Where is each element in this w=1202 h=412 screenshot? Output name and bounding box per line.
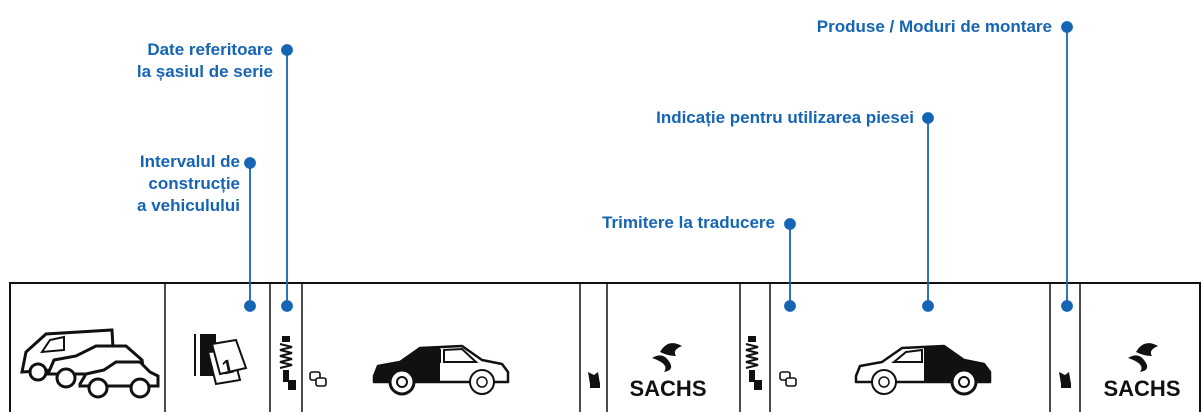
sachs-logo-icon: SACHS xyxy=(1103,343,1181,401)
leader-chassis-dot-top xyxy=(281,44,293,56)
callout-products-text: Produse / Moduri de montare xyxy=(816,17,1052,36)
leader-products-dot-bottom xyxy=(1061,300,1073,312)
callout-leaders xyxy=(244,21,1073,312)
spring-icon xyxy=(279,336,296,390)
callout-build-interval: Intervalul de construcție a vehiculului xyxy=(137,151,240,217)
component-strip xyxy=(9,282,1201,412)
leader-build-interval-dot-bottom xyxy=(244,300,256,312)
callout-chassis-line-2: la șasiul de serie xyxy=(136,62,273,81)
leader-translation-dot-bottom xyxy=(784,300,796,312)
speech-bubble-icon xyxy=(779,371,797,387)
callout-build-interval-line-3: a vehiculului xyxy=(137,196,240,215)
callout-translation-ref: Trimitere la traducere xyxy=(602,212,775,234)
leader-usage-dot-top xyxy=(922,112,934,124)
leader-translation-dot-top xyxy=(784,218,796,230)
sachs-wordmark: SACHS xyxy=(629,376,706,401)
leader-chassis-dot-bottom xyxy=(281,300,293,312)
spring-icon xyxy=(745,336,762,390)
speech-bubble-icon xyxy=(309,371,327,387)
vehicle-group-icon xyxy=(20,328,160,399)
leader-usage-dot-bottom xyxy=(922,300,934,312)
callout-usage-hint: Indicație pentru utilizarea piesei xyxy=(656,107,914,129)
leader-products-dot-top xyxy=(1061,21,1073,33)
callout-products: Produse / Moduri de montare xyxy=(817,16,1052,38)
callout-chassis-line-1: Date referitoare xyxy=(147,40,273,59)
wrench-icon xyxy=(1059,372,1071,388)
callout-translation-ref-text: Trimitere la traducere xyxy=(602,213,775,232)
callout-chassis-data: Date referitoare la șasiul de serie xyxy=(137,39,273,83)
sachs-wordmark: SACHS xyxy=(1103,376,1180,401)
callout-build-interval-line-2: construcție xyxy=(148,174,240,193)
wrench-icon xyxy=(588,372,600,388)
car-front-highlight-icon xyxy=(372,344,510,396)
sachs-logo-icon: SACHS xyxy=(629,343,707,401)
svg-text:1: 1 xyxy=(220,356,235,380)
leader-build-interval-dot-top xyxy=(244,157,256,169)
calendar-icon: 1 xyxy=(194,334,248,386)
callout-usage-hint-text: Indicație pentru utilizarea piesei xyxy=(656,108,914,127)
callout-build-interval-line-1: Intervalul de xyxy=(139,152,240,171)
car-rear-highlight-icon xyxy=(854,344,992,396)
